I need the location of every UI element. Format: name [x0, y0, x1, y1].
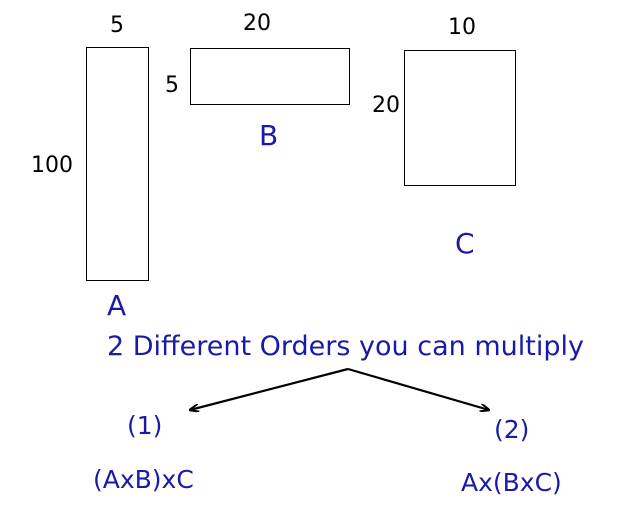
matrix-a-rect — [86, 47, 149, 281]
matrix-c-rect — [404, 50, 516, 186]
caption: 2 Different Orders you can multiply — [107, 331, 584, 362]
order-2-index: (2) — [494, 415, 530, 444]
matrix-c-name: C — [455, 227, 475, 260]
matrix-b-rows-label: 5 — [165, 73, 179, 98]
matrix-c-cols-label: 10 — [448, 15, 476, 40]
order-1-expression: (AxB)xC — [93, 465, 194, 494]
matrix-c-rows-label: 20 — [372, 93, 400, 118]
matrix-a-cols-label: 5 — [110, 13, 124, 38]
matrix-b-cols-label: 20 — [243, 11, 271, 36]
matrix-a-rows-label: 100 — [31, 153, 73, 178]
order-1-index: (1) — [127, 411, 163, 440]
order-2-expression: Ax(BxC) — [461, 468, 562, 497]
matrix-a-name: A — [107, 289, 127, 322]
arrow-right — [347, 367, 489, 410]
matrix-b-rect — [190, 48, 350, 105]
matrix-b-name: B — [259, 119, 279, 152]
arrow-left — [190, 367, 349, 410]
